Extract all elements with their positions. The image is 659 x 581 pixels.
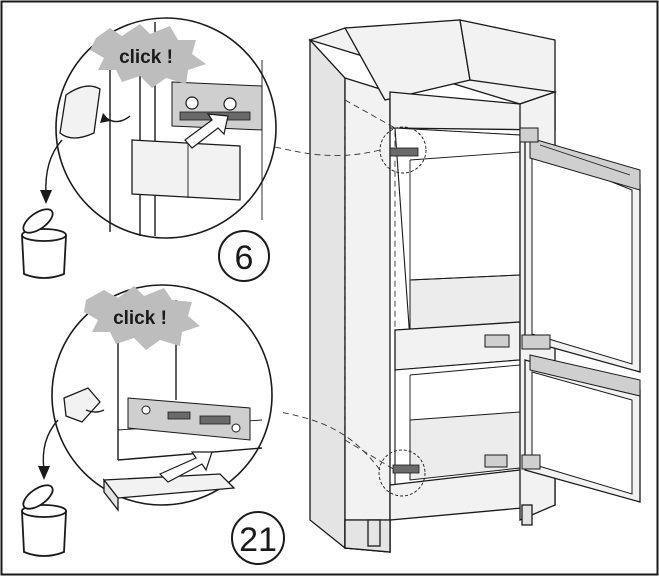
disposal-bottom xyxy=(21,419,67,557)
recycle-bin-icon xyxy=(21,208,67,279)
cabinet-illustration xyxy=(307,19,641,553)
click-burst-icon: click ! xyxy=(90,24,206,88)
click-burst-icon: click ! xyxy=(84,286,200,350)
leader-line-bottom xyxy=(279,411,381,471)
step-number-top: 6 xyxy=(235,239,254,277)
recycle-bin-icon xyxy=(21,484,67,557)
click-label-bottom: click ! xyxy=(113,308,167,329)
disposal-top xyxy=(21,139,67,279)
step-number-bottom: 21 xyxy=(239,521,277,559)
step-badge-bottom: 21 xyxy=(231,511,285,565)
insertion-arrow-icon xyxy=(184,113,229,149)
leader-line-top xyxy=(274,146,381,156)
zoom-callout-top xyxy=(55,17,277,239)
click-label-top: click ! xyxy=(119,47,173,68)
step-badge-top: 6 xyxy=(218,230,270,282)
